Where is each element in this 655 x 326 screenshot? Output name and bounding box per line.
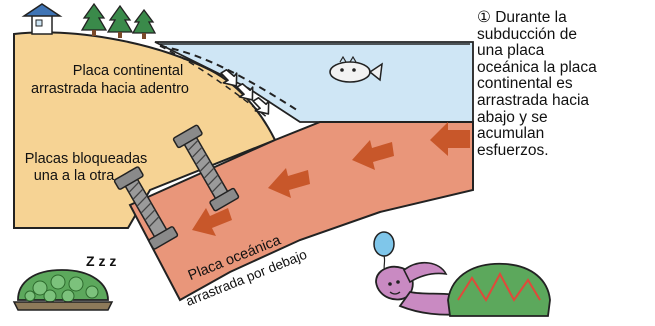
- caption-line: subducción de: [477, 27, 652, 44]
- caption-line: arrastrada hacia: [477, 93, 652, 110]
- tree-icon: [108, 6, 132, 38]
- caption-line: abajo y se: [477, 110, 652, 127]
- locked-label-line2: una a la otra: [34, 168, 116, 184]
- caption-line: acumulan: [477, 126, 652, 143]
- continental-label-line2: arrastrada hacia adentro: [31, 81, 189, 97]
- house-icon: [24, 4, 60, 34]
- tree-icon: [133, 10, 155, 39]
- caption-line: continental es: [477, 76, 652, 93]
- turtle-shell-icon: [448, 264, 550, 316]
- snore-label: Z z z: [86, 253, 116, 269]
- caption-line: ① Durante la: [477, 10, 652, 27]
- locked-label-line1: Placas bloqueadas: [25, 151, 148, 167]
- caption-line: esfuerzos.: [477, 143, 652, 160]
- continental-label-line1: Placa continental: [73, 63, 183, 79]
- caption-line: una placa: [477, 43, 652, 60]
- tree-icon: [82, 4, 106, 36]
- caption-text: ① Durante la subducción de una placa oce…: [477, 10, 652, 159]
- turtle-icon: [14, 270, 112, 310]
- caption-line: oceánica la placa: [477, 60, 652, 77]
